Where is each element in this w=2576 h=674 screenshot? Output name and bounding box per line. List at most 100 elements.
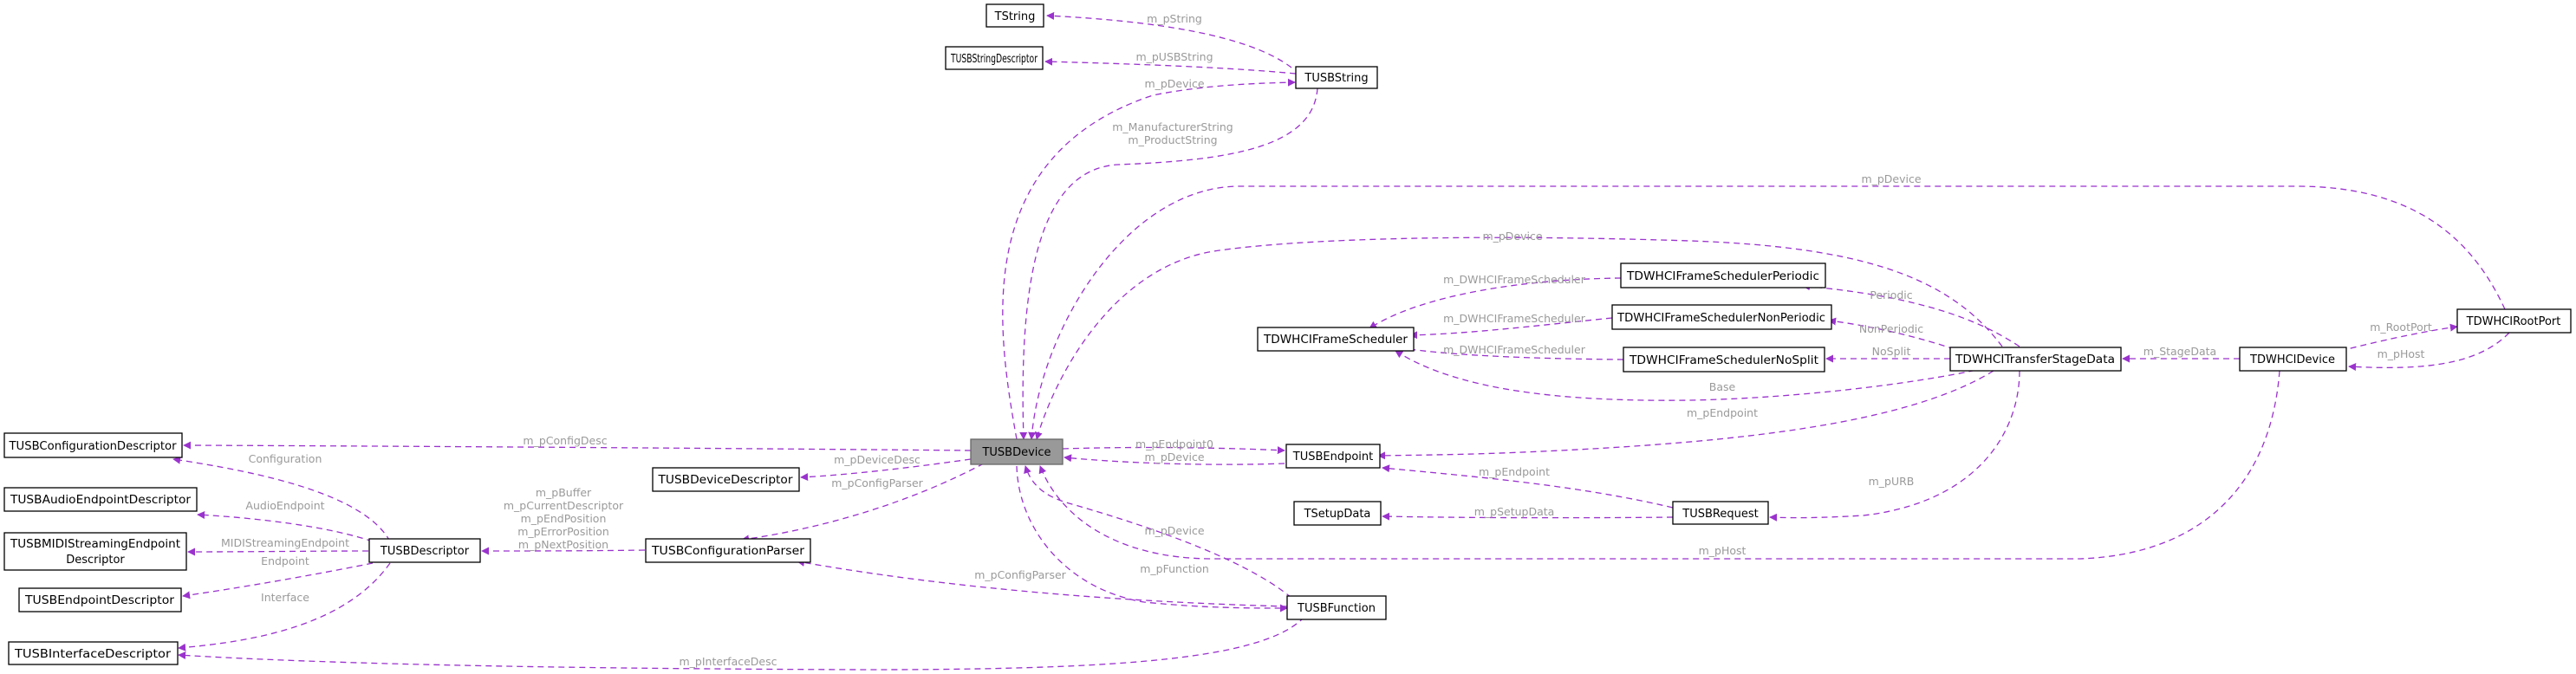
edge-device-to-endpoint xyxy=(1062,446,1285,455)
node-label: TDWHCIRootPort xyxy=(2466,315,2561,328)
node-tsetupdata[interactable]: TSetupData xyxy=(1293,501,1382,526)
nodes: TString TUSBStringDescriptor TUSBString … xyxy=(3,3,2572,665)
edge-label: m_pURB xyxy=(1869,475,1915,488)
edge-stagedata-to-nonperiodic xyxy=(1828,317,1955,350)
edge-rootport-to-device xyxy=(1028,185,2506,440)
edge-label: m_pHost xyxy=(2378,347,2425,360)
node-label: TUSBInterfaceDescriptor xyxy=(14,648,172,661)
edges xyxy=(172,11,2510,671)
edge-label: m_pEndpoint0 xyxy=(1135,437,1213,450)
edge-label: Base xyxy=(1709,380,1736,393)
edge-label: m_pEndpoint xyxy=(1479,465,1550,478)
edge-descriptor-to-midi xyxy=(187,548,369,556)
edge-label: m_ProductString xyxy=(1128,133,1217,146)
node-tusbconfigurationdescriptor[interactable]: TUSBConfigurationDescriptor xyxy=(3,432,183,458)
node-label: TDWHCIFrameSchedulerNoSplit xyxy=(1629,354,1818,367)
edge-label: Configuration xyxy=(249,452,322,465)
node-label: TDWHCIFrameSchedulerNonPeriodic xyxy=(1617,312,1825,325)
node-label: TUSBConfigurationDescriptor xyxy=(8,440,177,453)
node-framescheduler[interactable]: TDWHCIFrameScheduler xyxy=(1257,327,1415,352)
edge-device-to-function xyxy=(1016,465,1288,612)
edge-label: m_pSetupData xyxy=(1474,505,1555,518)
edge-labels: m_pString m_pUSBString m_pDevice m_Manuf… xyxy=(221,12,2432,668)
edge-device-to-devicedesc xyxy=(800,458,972,482)
edge-label: m_pDevice xyxy=(1482,230,1542,243)
node-label: TUSBDeviceDescriptor xyxy=(657,474,793,487)
edge-request-to-endpoint xyxy=(1382,464,1674,509)
edge-label: m_pUSBString xyxy=(1135,50,1213,63)
node-tusbmidistreamingendpointdescriptor[interactable]: TUSBMIDIStreamingEndpoint Descriptor xyxy=(3,532,187,571)
node-tusbdevicedescriptor[interactable]: TUSBDeviceDescriptor xyxy=(652,467,800,492)
edge-label: m_pErrorPosition xyxy=(517,525,609,538)
node-tdwhcidevice[interactable]: TDWHCIDevice xyxy=(2239,347,2347,372)
node-tstring[interactable]: TString xyxy=(986,3,1044,28)
edge-label: NonPeriodic xyxy=(1859,322,1923,335)
edge-label: m_pBuffer xyxy=(536,486,592,499)
node-label: TSetupData xyxy=(1304,508,1371,521)
edge-label: m_pDevice xyxy=(1861,172,1921,185)
node-label: TUSBDescriptor xyxy=(380,545,470,558)
node-frameschedulernosplit[interactable]: TDWHCIFrameSchedulerNoSplit xyxy=(1623,347,1825,373)
node-frameschedulerperiodic[interactable]: TDWHCIFrameSchedulerPeriodic xyxy=(1620,262,1826,288)
node-label: TUSBAudioEndpointDescriptor xyxy=(10,494,192,507)
edge-label: m_pInterfaceDesc xyxy=(679,655,777,668)
edge-label: m_pEndpoint xyxy=(1687,406,1758,419)
node-tusbrequest[interactable]: TUSBRequest xyxy=(1672,501,1769,525)
edge-label: Endpoint xyxy=(261,554,309,567)
node-tdwhcirootport[interactable]: TDWHCIRootPort xyxy=(2456,308,2572,334)
edge-descriptor-to-configdesc xyxy=(172,456,391,542)
edge-string-to-tstring xyxy=(1046,11,1292,68)
node-tusbendpointdescriptor[interactable]: TUSBEndpointDescriptor xyxy=(18,587,182,612)
edge-stagedata-to-device xyxy=(1034,237,2003,440)
node-label: TString xyxy=(994,10,1036,23)
node-tusbconfigurationparser[interactable]: TUSBConfigurationParser xyxy=(645,538,811,563)
node-frameschedulernonperiodic[interactable]: TDWHCIFrameSchedulerNonPeriodic xyxy=(1611,304,1832,330)
edge-label: m_pDevice xyxy=(1144,450,1204,463)
node-tusbfunction[interactable]: TUSBFunction xyxy=(1286,595,1387,620)
node-tusbdescriptor[interactable]: TUSBDescriptor xyxy=(368,538,481,563)
edge-label: m_pConfigDesc xyxy=(523,434,607,447)
node-tusbdevice[interactable]: TUSBDevice xyxy=(970,438,1064,465)
edge-label: Periodic xyxy=(1870,288,1912,301)
edge-stagedata-to-endpoint xyxy=(1377,370,1994,460)
edge-nonperiodic-to-scheduler xyxy=(1409,317,1613,340)
node-tusbstring[interactable]: TUSBString xyxy=(1295,66,1378,89)
node-tusbendpoint[interactable]: TUSBEndpoint xyxy=(1285,444,1381,469)
node-tusbaudioendpointdescriptor[interactable]: TUSBAudioEndpointDescriptor xyxy=(3,487,198,512)
edge-label: m_pDeviceDesc xyxy=(834,453,920,466)
node-label: TUSBFunction xyxy=(1297,602,1376,615)
node-label: TDWHCIDevice xyxy=(2249,353,2335,366)
edge-label: m_pEndPosition xyxy=(521,512,607,525)
node-label: TUSBRequest xyxy=(1682,508,1758,521)
edge-string-strings-to-device xyxy=(1019,87,1318,440)
node-label: TDWHCIFrameSchedulerPeriodic xyxy=(1626,270,1819,283)
edge-stagedata-to-request xyxy=(1769,370,2020,522)
edge-label: m_DWHCIFrameScheduler xyxy=(1443,312,1586,325)
edge-label: m_pCurrentDescriptor xyxy=(504,499,624,512)
edge-nosplit-to-scheduler xyxy=(1386,343,1624,360)
edge-descriptor-to-endpointdesc xyxy=(182,562,374,599)
edge-label: m_pNextPosition xyxy=(518,538,608,551)
edge-stagedata-to-periodic xyxy=(1802,282,2020,347)
node-label: TUSBConfigurationParser xyxy=(651,545,805,558)
edge-label: m_DWHCIFrameScheduler xyxy=(1443,343,1586,356)
edge-function-to-interfacedesc xyxy=(178,616,1305,671)
node-tusbinterfacedescriptor[interactable]: TUSBInterfaceDescriptor xyxy=(8,641,179,665)
edge-label: Interface xyxy=(261,591,309,604)
edge-label: m_pConfigParser xyxy=(831,476,923,489)
edge-device-to-configparser xyxy=(741,463,985,543)
node-label: TDWHCIFrameScheduler xyxy=(1263,334,1408,347)
edge-label: m_pDevice xyxy=(1144,77,1204,90)
edge-dwhcidevice-to-device xyxy=(1038,370,2280,560)
edge-function-to-configparser xyxy=(797,558,1288,607)
edge-label: m_pFunction xyxy=(1140,562,1209,575)
node-transferstagedata[interactable]: TDWHCITransferStageData xyxy=(1949,347,2122,372)
edge-label: m_DWHCIFrameScheduler xyxy=(1443,273,1586,286)
edge-label: m_StageData xyxy=(2143,345,2216,358)
edge-function-to-device xyxy=(1024,465,1292,599)
node-tusbstringdescriptor[interactable]: TUSBStringDescriptor xyxy=(945,46,1044,70)
node-label: TDWHCITransferStageData xyxy=(1955,353,2115,366)
edge-rootport-to-dwhcidevice xyxy=(2348,332,2510,371)
edge-periodic-to-scheduler xyxy=(1369,277,1622,329)
